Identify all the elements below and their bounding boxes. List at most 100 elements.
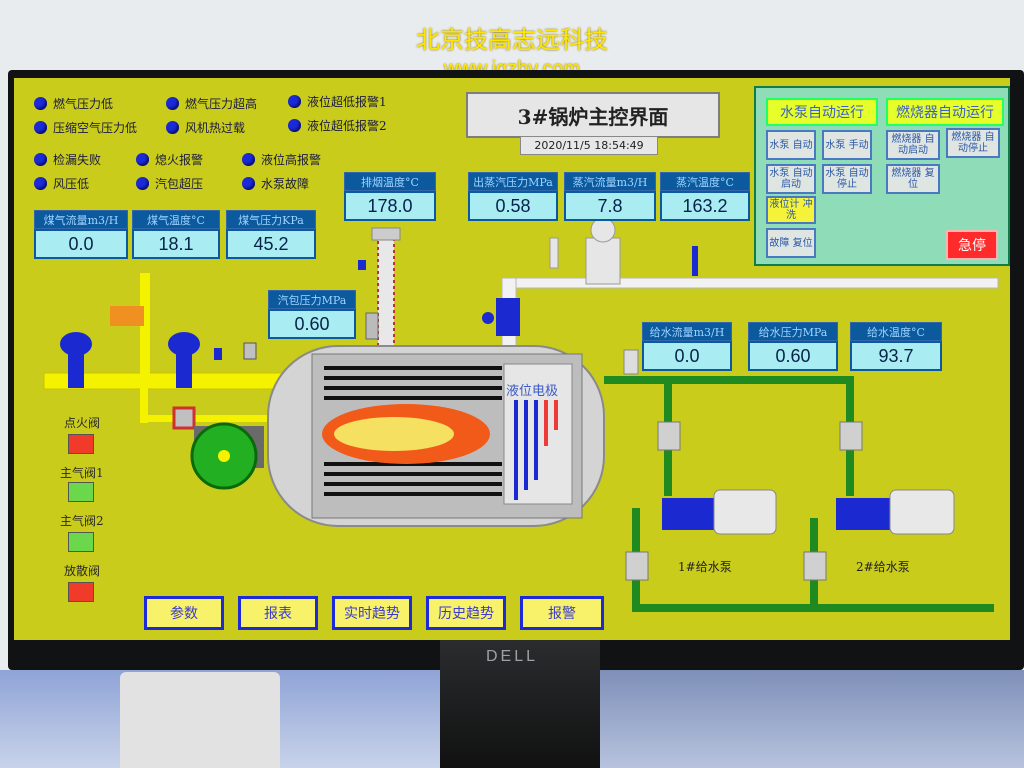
alarm-pump-fault: 水泵故障 (242, 174, 309, 192)
nav-params-button[interactable]: 参数 (144, 596, 224, 630)
alarm-dot-icon (34, 96, 47, 110)
feed-pump-2-label: 2#给水泵 (856, 560, 910, 574)
chimney (377, 235, 395, 357)
main-valve-1-label: 主气阀1 (60, 466, 104, 480)
main-valve-1-lamp (68, 482, 94, 502)
feed-pump-2[interactable] (836, 489, 955, 535)
gauge-feed-flow: 给水流量m3/H 0.0 (642, 322, 732, 371)
gauge-label: 给水压力MPa (748, 322, 838, 341)
suction-valve-2[interactable] (803, 551, 827, 581)
vent-valve-label: 放散阀 (64, 564, 101, 578)
gauge-gas-flow: 煤气流量m3/H 0.0 (34, 210, 128, 259)
hmi-screen: 燃气压力低 燃气压力超高 液位超低报警1 压缩空气压力低 风机热过载 液位超低报… (14, 78, 1010, 640)
main-steam-valve[interactable] (482, 298, 520, 336)
gauge-value: 18.1 (132, 229, 220, 259)
pressure-gauge (243, 342, 257, 360)
gauge-steam-flow: 蒸汽流量m3/H 7.8 (564, 172, 656, 221)
suction-valve-1[interactable] (625, 551, 649, 581)
alarm-gas-pressure-high: 燃气压力超高 (166, 94, 257, 112)
alarm-dot-icon (34, 120, 47, 134)
process-diagram (43, 195, 999, 612)
gauge-value: 93.7 (850, 341, 942, 371)
watermark-company: 北京技高志远科技 (416, 26, 608, 54)
check-valve-2[interactable] (839, 421, 863, 451)
alarm-dot-icon (136, 152, 149, 166)
ignition-valve[interactable] (172, 406, 196, 430)
gauge-value: 0.60 (268, 309, 356, 339)
actuated-valve-2[interactable] (168, 332, 200, 388)
feed-water-pipe (604, 376, 854, 384)
level-gauge-flush-button[interactable]: 液位计 冲洗 (766, 196, 816, 224)
gauge-value: 0.60 (748, 341, 838, 371)
gauge-label: 给水温度°C (850, 322, 942, 341)
gauge-gas-temp: 煤气温度°C 18.1 (132, 210, 220, 259)
steam-pipe (501, 277, 999, 289)
monitor-brand-logo: DELL (486, 648, 539, 665)
gauge-value: 163.2 (660, 191, 750, 221)
gauge-value: 0.0 (34, 229, 128, 259)
blower-fan (190, 422, 264, 490)
feed-pump-1-label: 1#给水泵 (678, 560, 732, 574)
pressure-switch (214, 348, 222, 360)
pump-auto-start-button[interactable]: 水泵 自动启动 (766, 164, 816, 194)
chimney-cap (371, 227, 401, 241)
alarm-drum-overpressure: 汽包超压 (136, 174, 203, 192)
alarm-dot-icon (242, 152, 255, 166)
pump-auto-button[interactable]: 水泵 自动 (766, 130, 816, 160)
pump-manual-button[interactable]: 水泵 手动 (822, 130, 872, 160)
datetime-display: 2020/11/5 18:54:49 (520, 136, 658, 155)
alarm-dot-icon (166, 120, 179, 134)
alarm-flameout: 熄火报警 (136, 150, 203, 168)
gas-pipe-riser (140, 273, 150, 388)
steam-flow-meter (585, 217, 621, 285)
gauge-feed-pressure: 给水压力MPa 0.60 (748, 322, 838, 371)
gauge-value: 7.8 (564, 191, 656, 221)
pump-auto-stop-button[interactable]: 水泵 自动停止 (822, 164, 872, 194)
vent-valve-lamp (68, 582, 94, 602)
nav-history-trend-button[interactable]: 历史趋势 (426, 596, 506, 630)
gauge-value: 178.0 (344, 191, 436, 221)
burner-auto-stop-button[interactable]: 燃烧器 自动停止 (946, 128, 1000, 158)
gauge-label: 给水流量m3/H (642, 322, 732, 341)
burner-reset-button[interactable]: 燃烧器 复位 (886, 164, 940, 194)
alarm-dot-icon (34, 176, 47, 190)
level-electrode-label: 液位电极 (506, 384, 559, 399)
burner-flame (322, 404, 490, 464)
gauge-steam-temp: 蒸汽温度°C 163.2 (660, 172, 750, 221)
gauge-exhaust-temp: 排烟温度°C 178.0 (344, 172, 436, 221)
alarm-gas-pressure-low: 燃气压力低 (34, 94, 113, 112)
gauge-value: 0.58 (468, 191, 558, 221)
gauge-feed-temp: 给水温度°C 93.7 (850, 322, 942, 371)
main-valve-2-label: 主气阀2 (60, 514, 104, 528)
alarm-fan-overload: 风机热过载 (166, 118, 245, 136)
burner-auto-start-button[interactable]: 燃烧器 自动启动 (886, 130, 940, 160)
nav-alarm-button[interactable]: 报警 (520, 596, 604, 630)
alarm-leak-test-failed: 检漏失败 (34, 150, 101, 168)
alarm-compressed-air-low: 压缩空气压力低 (34, 118, 137, 136)
gauge-label: 蒸汽流量m3/H (564, 172, 656, 191)
actuated-valve-1[interactable] (60, 332, 92, 388)
gas-regulator (110, 306, 144, 326)
suction-header (632, 604, 994, 612)
alarm-dot-icon (136, 176, 149, 190)
gauge-label: 蒸汽温度°C (660, 172, 750, 191)
nav-report-button[interactable]: 报表 (238, 596, 318, 630)
alarm-dot-icon (166, 96, 179, 110)
alarm-dot-icon (288, 118, 301, 132)
alarm-air-pressure-low: 风压低 (34, 174, 89, 192)
pressure-transmitter (549, 237, 559, 269)
feed-pump-1[interactable] (662, 489, 777, 535)
feed-flow-meter (623, 349, 639, 375)
gauge-drum-pressure: 汽包压力MPa 0.60 (268, 290, 356, 339)
gauge-outlet-steam-pressure: 出蒸汽压力MPa 0.58 (468, 172, 558, 221)
gas-bypass-riser (140, 383, 148, 423)
emergency-stop-button[interactable]: 急停 (946, 230, 998, 260)
monitor-stand (440, 640, 600, 768)
page-title: 3#锅炉主控界面 (466, 92, 720, 138)
fault-reset-button[interactable]: 故障 复位 (766, 228, 816, 258)
gauge-label: 煤气温度°C (132, 210, 220, 229)
check-valve-1[interactable] (657, 421, 681, 451)
gauge-label: 排烟温度°C (344, 172, 436, 191)
nav-realtime-trend-button[interactable]: 实时趋势 (332, 596, 412, 630)
gauge-value: 0.0 (642, 341, 732, 371)
